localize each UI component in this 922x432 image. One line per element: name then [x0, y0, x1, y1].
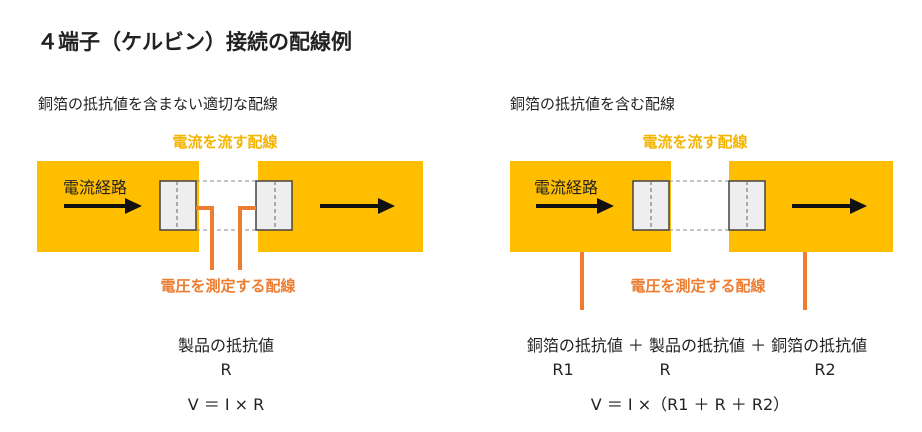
left-formula: V ＝ I × R [187, 395, 265, 414]
left-subtitle: 銅箔の抵抗値を含まない適切な配線 [38, 95, 279, 113]
left-product-terminal-right [255, 180, 293, 231]
left-voltage-wire-left [196, 206, 214, 270]
right-current-path-label: 電流経路 [534, 178, 599, 197]
left-current-arrow-in [64, 198, 142, 214]
right-subtitle: 銅箔の抵抗値を含む配線 [510, 95, 676, 113]
left-voltage-wire-label: 電圧を測定する配線 [160, 277, 296, 295]
left-current-arrow-out [320, 198, 395, 214]
right-product-terminal-right [728, 180, 766, 231]
right-voltage-wire-label: 電圧を測定する配線 [630, 277, 766, 295]
left-current-wire-label: 電流を流す配線 [172, 133, 278, 151]
right-current-arrow-out [792, 198, 867, 214]
right-symbol-r: R [659, 360, 671, 379]
right-formula: V ＝ I ×（R1 ＋ R ＋ R2） [590, 395, 790, 414]
right-product-terminal-left [632, 180, 670, 231]
left-product-terminal-left [159, 180, 197, 231]
page-title: ４端子（ケルビン）接続の配線例 [37, 30, 352, 54]
right-current-arrow-in [536, 198, 614, 214]
left-current-path-label: 電流経路 [63, 178, 128, 197]
right-symbol-r1: R1 [552, 360, 574, 379]
right-symbol-r2: R2 [814, 360, 836, 379]
right-desc: 銅箔の抵抗値 ＋ 製品の抵抗値 ＋ 銅箔の抵抗値 [526, 336, 868, 355]
left-voltage-wire-right [238, 206, 256, 270]
right-current-wire-label: 電流を流す配線 [642, 133, 748, 151]
left-symbol-r: R [220, 360, 232, 379]
left-desc: 製品の抵抗値 [177, 336, 274, 355]
